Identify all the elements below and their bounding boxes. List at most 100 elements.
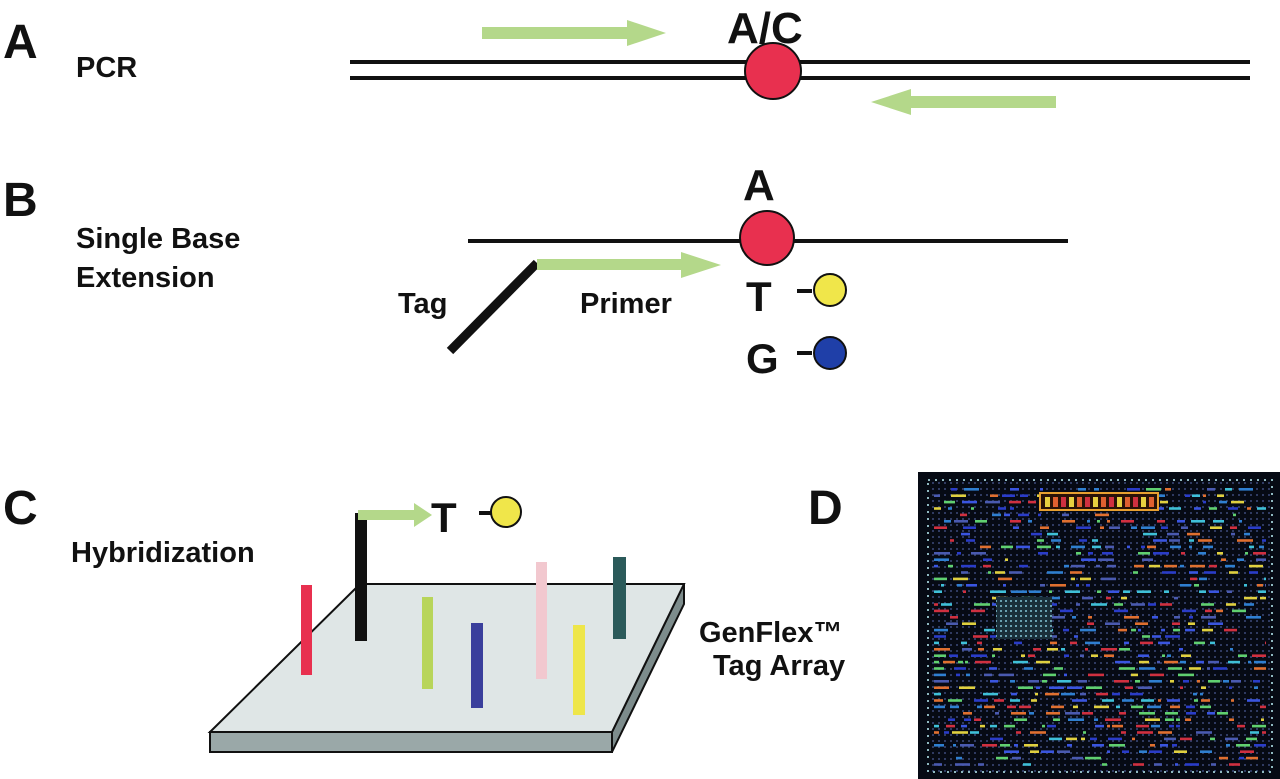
- scan-spot: [1031, 699, 1037, 702]
- panel-c-letter: C: [3, 482, 38, 535]
- scan-spot: [1264, 577, 1266, 581]
- scan-spot: [1011, 712, 1026, 715]
- scan-spot: [1149, 750, 1162, 753]
- ddntp-g-base: G: [746, 335, 779, 382]
- scan-spot: [1207, 488, 1215, 491]
- scan-spot: [1053, 718, 1060, 721]
- probe-red: [301, 585, 312, 675]
- scan-spot: [1213, 667, 1227, 670]
- scan-spot: [1094, 488, 1099, 491]
- scan-spot: [1097, 590, 1101, 593]
- scan-spot: [934, 705, 945, 709]
- chip-id-glyph: [1061, 497, 1066, 507]
- scan-spot: [1225, 488, 1232, 491]
- scan-spot: [1095, 724, 1104, 728]
- scan-spot: [962, 500, 977, 504]
- scan-spot: [977, 641, 982, 645]
- scan-spot: [1130, 692, 1143, 696]
- scan-spot: [1245, 552, 1248, 555]
- scan-spot: [1185, 494, 1190, 497]
- scan-spot: [1081, 737, 1085, 741]
- scan-spot: [1261, 718, 1264, 721]
- panel-b: B Single Base Extension A Tag Primer T G: [3, 161, 1068, 382]
- scan-spot: [1186, 712, 1196, 715]
- scan-spot: [1095, 513, 1109, 517]
- scan-spot: [950, 616, 958, 619]
- scan-spot: [1248, 526, 1261, 529]
- scan-spot: [998, 507, 1006, 510]
- scan-spot: [1217, 712, 1228, 715]
- panel-b-title-line1: Single Base: [76, 223, 240, 255]
- scan-spot: [1042, 680, 1047, 683]
- scan-spot: [1230, 648, 1233, 651]
- scan-spot: [1109, 744, 1125, 747]
- scan-spot: [1074, 635, 1078, 638]
- scan-spot: [1080, 692, 1086, 696]
- scan-spot: [1191, 520, 1205, 523]
- scan-spot: [1016, 731, 1021, 734]
- scan-spot: [1207, 712, 1215, 715]
- scan-spot: [1258, 590, 1266, 593]
- scan-spot: [1180, 686, 1183, 689]
- scan-spot: [1176, 718, 1180, 721]
- scan-spot: [1231, 699, 1234, 702]
- blue-dye-circle-icon: [813, 336, 847, 370]
- scan-spot: [951, 494, 966, 497]
- scan-spot: [1250, 731, 1259, 734]
- scan-spot: [1201, 616, 1216, 619]
- scan-spot: [1087, 520, 1090, 523]
- scan-spot: [949, 654, 958, 657]
- scan-spot: [963, 712, 972, 715]
- scan-spot: [1233, 513, 1236, 517]
- scan-spot: [1229, 686, 1232, 689]
- scan-spot: [1139, 667, 1155, 670]
- scan-spots: [934, 488, 1266, 766]
- scan-spot: [1168, 667, 1182, 670]
- scan-spot: [958, 660, 963, 664]
- scan-spot: [1135, 680, 1140, 683]
- yellow-dye-circle-icon: [813, 273, 847, 307]
- scan-spot: [1124, 616, 1139, 619]
- scan-spot: [1208, 680, 1220, 683]
- forward-primer-arrow-icon: [482, 20, 666, 46]
- scan-spot: [1198, 552, 1206, 555]
- scan-spot: [1109, 526, 1120, 529]
- scan-spot: [1162, 571, 1176, 574]
- scan-spot: [1101, 648, 1117, 651]
- scan-spot: [948, 507, 952, 510]
- chip-id-glyph: [1093, 497, 1098, 507]
- scan-spot: [983, 558, 992, 561]
- scan-spot: [1105, 545, 1114, 549]
- scan-spot: [1178, 673, 1194, 677]
- scan-spot: [1057, 750, 1070, 753]
- scan-spot: [1087, 622, 1094, 625]
- scan-spot: [1198, 539, 1212, 542]
- scan-spot: [960, 513, 967, 517]
- scan-spot: [1033, 648, 1041, 651]
- scan-spot: [1265, 641, 1266, 645]
- scan-spot: [1107, 750, 1110, 753]
- scan-spot: [1071, 577, 1075, 581]
- scan-spot: [1082, 596, 1093, 600]
- scan-spot: [962, 648, 972, 651]
- chip-id-glyph: [1149, 497, 1154, 507]
- scan-spot: [1181, 526, 1188, 529]
- scan-spot: [1086, 686, 1102, 689]
- scan-spot: [1024, 667, 1033, 670]
- scan-spot: [1133, 571, 1138, 574]
- scan-spot: [1209, 590, 1219, 593]
- scan-spot: [961, 564, 976, 568]
- scan-spot: [1001, 545, 1013, 549]
- scan-spot: [1079, 539, 1087, 542]
- scan-spot: [948, 564, 953, 568]
- scan-spot: [934, 609, 949, 613]
- scan-spot: [1140, 641, 1153, 645]
- scan-spot: [1142, 558, 1153, 561]
- scan-spot: [1136, 724, 1149, 728]
- scan-spot: [1164, 737, 1176, 741]
- scan-spot: [1200, 750, 1212, 753]
- scan-spot: [951, 488, 957, 491]
- scan-spot: [1010, 699, 1020, 702]
- chip-id-glyph: [1085, 497, 1090, 507]
- scan-spot: [1174, 596, 1178, 600]
